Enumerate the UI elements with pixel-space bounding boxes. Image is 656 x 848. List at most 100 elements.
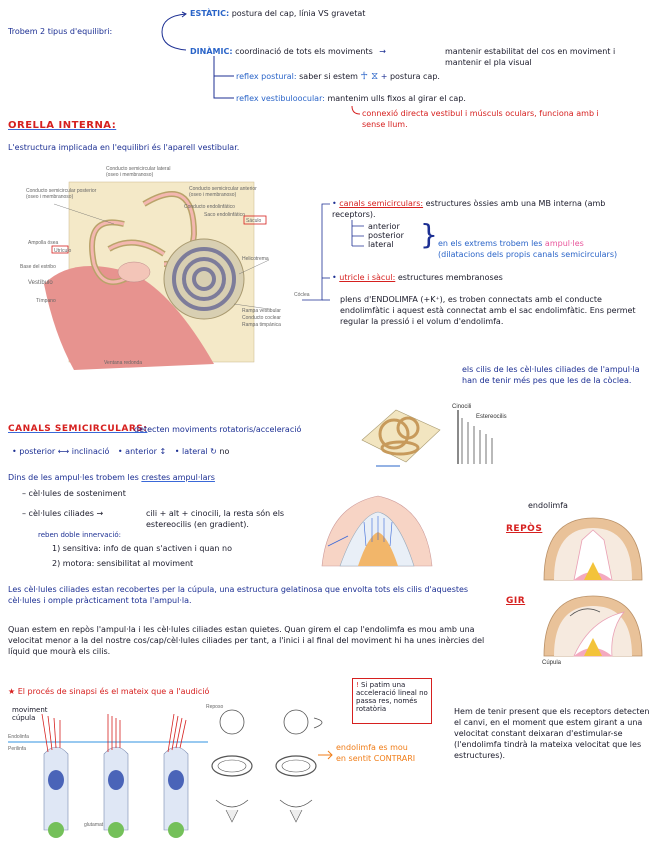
saccule-highlight-box <box>243 215 267 225</box>
sinapsi-row: ★ El procés de sinapsi és el mateix que … <box>8 686 209 697</box>
fig-label-ventana: Ventana redonda <box>104 360 143 366</box>
fig-label-cinocili: Cinocili <box>452 404 472 410</box>
inner-ear-figure: Conducto semicircular lateral (oseo i me… <box>14 164 314 370</box>
fig-label-saco: Saco endolinfático <box>204 212 245 218</box>
orella-intro: L'estructura implicada en l'equilibri és… <box>8 143 240 152</box>
warning-text: Si patim una acceleració lineal no passa… <box>356 681 428 713</box>
gir-label: GIR <box>506 596 526 606</box>
bullet-icon: • <box>117 447 123 456</box>
reflex-vest-label: reflex vestibuloocular: <box>236 94 325 103</box>
hair-cell-figure: Cinocili Estereocilis <box>452 404 532 470</box>
intro-lead: Trobem 2 tipus d'equilibri: <box>8 27 113 36</box>
moviment-cupula-label: moviment cúpula <box>12 706 48 722</box>
canals-detect: detecten moviments rotatoris/acceleració <box>134 425 302 434</box>
cel-sost-text: cèl·lules de sosteniment <box>28 489 126 498</box>
dinamic-row: DINÀMIC: coordinació de tots els movimen… <box>190 46 386 57</box>
fig-label-vestibulo: Vestíbulo <box>28 280 53 286</box>
repos-label: REPÒS <box>506 524 543 534</box>
dinamic-arrow: → <box>379 47 386 56</box>
fig-label-coclea: Cóclea <box>294 292 310 298</box>
canals-list-lines <box>351 220 364 247</box>
canals-axes-row: • posterior ⟷ inclinació • anterior ↕ • … <box>12 446 229 457</box>
fig-label-rampa-vest: Rampa vestibular <box>242 308 281 314</box>
crestes-row: Dins de les ampul·les trobem les crestes… <box>8 472 215 483</box>
endolimfa-contrari: endolimfa es mou en sentit CONTRARI <box>336 743 416 763</box>
axis-anterior: anterior <box>125 447 157 456</box>
exclamation-icon: ! <box>356 681 359 689</box>
estatic-label: ESTÀTIC: <box>190 9 230 18</box>
innervacio: reben doble innervació: <box>38 531 121 539</box>
warning-box: ! Si patim una acceleració lineal no pas… <box>352 678 432 724</box>
reflex-vest-arrow <box>351 105 361 115</box>
cel-sost: – cèl·lules de sosteniment <box>22 488 126 499</box>
fig-label-endolinfatico: Conducto endolinfático <box>184 204 235 210</box>
reflex-vest-note: connexió directa vestibul i músculs ocul… <box>362 109 599 129</box>
crestes-label: crestes ampul·lars <box>141 473 215 482</box>
para-repos: Quan estem en repòs l'ampul·la i les cèl… <box>8 625 485 656</box>
utricle-highlight-box <box>51 245 69 254</box>
contrari-arrow <box>318 750 333 760</box>
ampulles-row: en els extrems trobem les ampul·les (dil… <box>438 238 650 260</box>
estatic-row: ESTÀTIC: postura del cap, línia VS grave… <box>190 8 365 19</box>
head-rotation-figure: Reposo <box>206 704 346 834</box>
dinamic-label: DINÀMIC: <box>190 47 233 56</box>
fig-label-sáculo: Sáculo <box>246 218 262 224</box>
para-cupula: Les cèl·lules ciliades estan recobertes … <box>8 584 478 606</box>
cel-cil-text: cèl·lules ciliades <box>28 509 94 518</box>
reflex-vest-text: mantenim ulls fixos al girar el cap. <box>327 94 466 103</box>
motora: 2) motora: sensibilitat al moviment <box>52 559 194 568</box>
dash-icon: – <box>22 509 26 518</box>
reflex-vest-row: reflex vestibuloocular: mantenim ulls fi… <box>236 93 466 104</box>
fig-label-helicotrema: Helicotrema <box>242 256 269 262</box>
canals-brace: } <box>420 218 438 251</box>
bullet-icon: • <box>174 447 180 456</box>
endolimfa-fig-label: endolimfa <box>528 501 568 510</box>
repos-figure <box>540 510 646 582</box>
dash-icon: – <box>22 489 26 498</box>
para1-text: Les cèl·lules ciliades estan recobertes … <box>8 585 469 605</box>
fig-label-ampolla: Ampolla ósea <box>28 240 59 246</box>
arrow-icon: → <box>96 509 104 518</box>
stick-figures-icon: ☥ ⧖ <box>360 71 379 82</box>
utricle-label: utricle i sàcul: <box>339 273 396 282</box>
bullet-icon: • <box>332 273 337 282</box>
canals-title-text: CANALS SEMICIRCULARS: <box>8 424 148 434</box>
cel-cil-formula: cili + alt + cinocili, la resta són els … <box>146 509 285 529</box>
axis-inclinacio: inclinació <box>71 447 110 456</box>
star-icon: ★ <box>8 687 16 696</box>
fig-label-utriculo: Utrículo <box>54 248 72 254</box>
axis-lateral: lateral <box>181 447 208 456</box>
fig-reposo: Reposo <box>206 704 224 710</box>
canals-row: • canals semicirculars: estructures òssi… <box>332 198 650 220</box>
fig-label-rampa-timp: Rampa timpánica <box>242 322 281 328</box>
intro-brace <box>161 11 187 51</box>
fig-label-posterior: Conducto semicircular posterior (oseo i … <box>26 188 97 200</box>
crista-figure <box>318 486 436 570</box>
dinamic-text: coordinació de tots els moviments <box>235 47 373 56</box>
fig-label-anterior: Conducto semicircular anterior (oseo i m… <box>189 186 257 198</box>
canals-extrem-text: en els extrems trobem les <box>438 239 543 248</box>
reflex-postural-row: reflex postural: saber si estem ☥ ⧖ + po… <box>236 71 440 82</box>
fig-perilinfa: Perilinfa <box>8 746 27 752</box>
utricle-text: estructures membranoses <box>397 273 503 282</box>
reflex-branch-lines <box>213 56 234 99</box>
hair-cell-3 <box>163 713 189 838</box>
orella-connector-lines <box>302 203 330 301</box>
fig-label-conducto-coclear: Conducto coclear <box>242 315 281 321</box>
dinamic-result: mantenir estabilitat del cos en moviment… <box>445 47 616 67</box>
bullet-icon: • <box>12 447 17 456</box>
endolimfa-text: plens d'ENDOLIMFA (+K⁺), es troben conne… <box>340 295 636 326</box>
reflex-postural-label: reflex postural: <box>236 72 297 81</box>
ampulles-label: ampul·les <box>544 239 584 248</box>
canals-label: canals semicirculars: <box>339 199 424 208</box>
fig-label-base-estribo: Base del estribo <box>20 264 56 270</box>
hair-cell-2 <box>103 714 129 838</box>
crestes-intro: Dins de les ampul·les trobem les <box>8 473 139 482</box>
ampulles-note: (dilatacions dels propis canals semicirc… <box>438 250 618 259</box>
axis-no: no <box>219 447 230 456</box>
fig-cupula-label: Cúpula <box>542 660 562 666</box>
canals-text: estructures òssies amb una MB interna (a… <box>332 199 606 219</box>
estatic-text: postura del cap, línia VS gravetat <box>231 9 366 18</box>
double-arrow-icon: ⟷ <box>57 447 70 456</box>
canal-3d-figure <box>356 400 442 490</box>
